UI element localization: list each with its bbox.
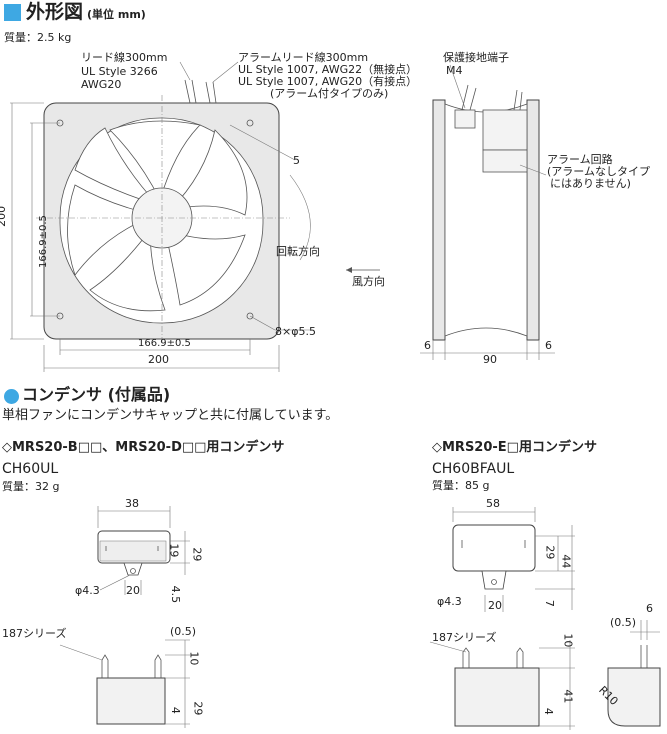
side-dim-6-left: 6 (424, 339, 431, 352)
cap-right-dim-58: 58 (486, 497, 500, 510)
airflow-label: 風方向 (352, 275, 385, 288)
fan-side-view (420, 64, 555, 360)
dim-200-horizontal: 200 (148, 353, 169, 366)
cap-left-dim-29: 29 (190, 547, 204, 562)
dim-166-horizontal: 166.9±0.5 (138, 338, 191, 349)
cap-right-dim-29: 29 (543, 545, 557, 560)
cap-left-series: 187シリーズ (2, 627, 67, 640)
hole-spec: 8×φ5.5 (275, 325, 316, 338)
cap-right-dim-7: 7 (542, 599, 556, 607)
capacitor-title-marker (4, 389, 19, 404)
lead-label: リード線300mm (81, 51, 168, 64)
alarm-circuit-note1: (アラームなしタイプ (547, 165, 650, 178)
cap-left-dim-45: 4.5 (169, 585, 183, 604)
cap-left-dim-19: 19 (167, 543, 181, 558)
cap-right-model: CH60BFAUL (432, 461, 515, 477)
outline-unit: (単位 mm) (87, 8, 146, 21)
ground-terminal-label: 保護接地端子 (443, 51, 509, 64)
side-dim-6-right: 6 (545, 339, 552, 352)
cap-left-dim-4: 4 (168, 706, 182, 714)
capacitor-description: 単相ファンにコンデンサキャップと共に付属しています。 (2, 408, 339, 423)
alarm-lead-line2: UL Style 1007, AWG20（有接点） (238, 75, 418, 88)
cap-right-top-view (452, 507, 575, 612)
dim-166-vertical: 166.9±0.5 (38, 215, 49, 268)
cap-right-dim-05: (0.5) (610, 616, 637, 629)
cap-right-mass: 質量：85 g (432, 479, 490, 492)
dim-5: 5 (293, 154, 300, 167)
cap-right-dim-44: 44 (559, 554, 573, 569)
cap-right-dim-6: 6 (646, 602, 653, 615)
alarm-lead-line1: UL Style 1007, AWG22（無接点） (238, 63, 418, 76)
outline-title-marker (4, 4, 21, 21)
outline-title: 外形図(単位 mm) (26, 1, 146, 24)
outline-title-text: 外形図 (26, 1, 84, 23)
cap-left-dim-20: 20 (126, 584, 140, 597)
cap-left-dim-05: (0.5) (170, 625, 197, 638)
cap-right-dim-10: 10 (561, 633, 575, 648)
rotation-label: 回転方向 (276, 245, 320, 258)
cap-left-top-view (97, 506, 190, 595)
cap-left-dim-38: 38 (125, 497, 139, 510)
cap-right-dim-41: 41 (561, 689, 575, 704)
cap-right-dim-phi43: φ4.3 (437, 595, 462, 608)
cap-right-dim-4: 4 (541, 707, 555, 715)
side-dim-90: 90 (483, 353, 497, 366)
cap-left-mass: 質量：32 g (2, 480, 60, 493)
fan-front-view (10, 61, 380, 372)
cap-left-dim-phi43: φ4.3 (75, 584, 100, 597)
cap-left-dim-29b: 29 (191, 701, 205, 716)
cap-left-model: CH60UL (2, 461, 59, 477)
cap-left-dim-10: 10 (187, 651, 201, 666)
alarm-circuit-note2: にはありません) (550, 177, 631, 190)
alarm-lead-line3: (アラーム付タイプのみ) (270, 87, 389, 100)
cap-right-end-view (607, 620, 661, 727)
alarm-circuit-label: アラーム回路 (547, 153, 613, 166)
capacitor-title: コンデンサ (付属品) (22, 385, 171, 404)
dim-200-vertical: 200 (0, 205, 9, 227)
cap-right-side-view (429, 640, 575, 730)
lead-style: UL Style 3266 (81, 65, 158, 78)
cap-left-title: ◇MRS20-B□□、MRS20-D□□用コンデンサ (2, 440, 285, 455)
cap-right-dim-20: 20 (488, 599, 502, 612)
cap-left-side-view (59, 639, 190, 728)
lead-awg: AWG20 (81, 78, 122, 91)
ground-terminal-size: M4 (446, 64, 463, 77)
alarm-lead-label: アラームリード線300mm (238, 51, 369, 64)
cap-right-series: 187シリーズ (432, 631, 497, 644)
cap-right-title: ◇MRS20-E□用コンデンサ (432, 440, 597, 455)
outline-mass: 質量：2.5 kg (4, 31, 72, 44)
